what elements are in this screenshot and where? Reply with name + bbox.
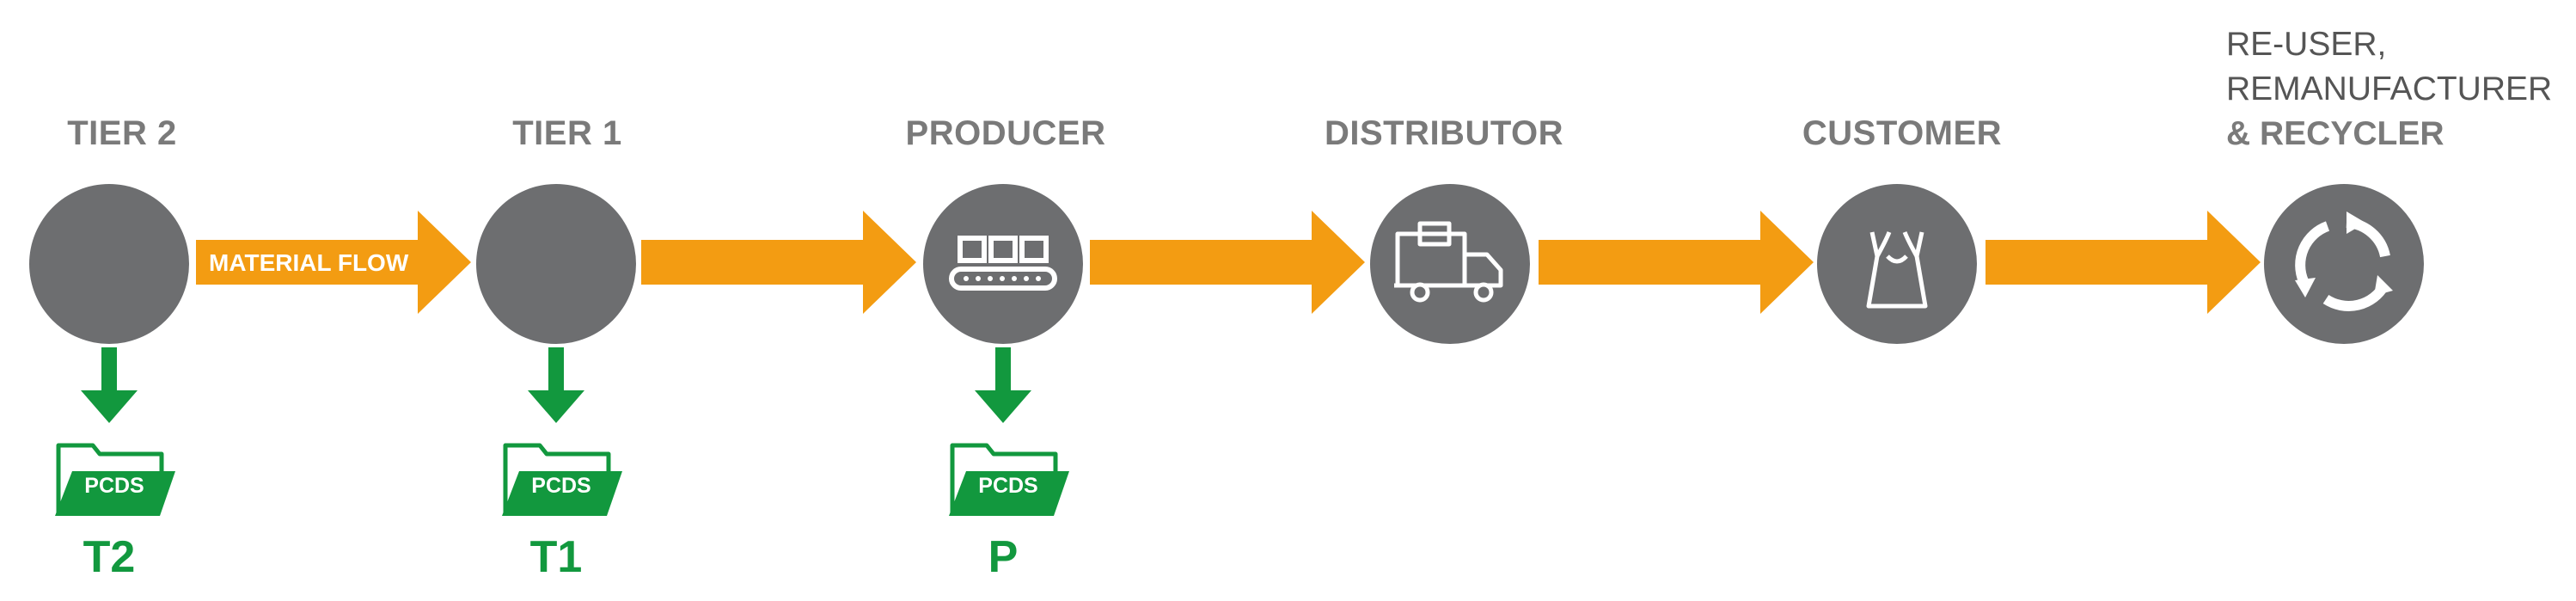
stage-label-customer: CUSTOMER: [1802, 114, 2003, 152]
document-code-producer: P: [988, 532, 1019, 582]
stage-node-recycler: [2264, 184, 2424, 344]
folder-icon: [55, 443, 175, 516]
stage-label-producer: PRODUCER: [905, 114, 1106, 152]
stage-node-tier-1: [476, 184, 636, 344]
stage-label-recycler: RE-USER, REMANUFACTURER & RECYCLER: [2226, 22, 2570, 156]
folder-icon: [502, 443, 622, 516]
folder-label-producer: PCDS: [978, 474, 1038, 498]
down-arrow-icon: [975, 347, 1031, 423]
folder-label-tier-2: PCDS: [84, 474, 144, 498]
folder-label-tier-1: PCDS: [531, 474, 591, 498]
material-flow-arrow: [196, 211, 471, 314]
conveyor-icon: [949, 236, 1057, 291]
delivery-truck-icon: [1394, 221, 1503, 303]
stage-label-tier-1: TIER 1: [512, 114, 622, 152]
stage-label-tier-2: TIER 2: [67, 114, 177, 152]
stage-label-distributor: DISTRIBUTOR: [1324, 114, 1564, 152]
stage-node-producer: [923, 184, 1083, 344]
recycle-icon: [2295, 212, 2393, 311]
stage-node-tier-2: [29, 184, 189, 344]
flow-arrow-customer-recycler: [1986, 211, 2261, 314]
stage-label-recycler-line-3: & RECYCLER: [2226, 115, 2444, 152]
flow-arrow-tier1-producer: [641, 211, 916, 314]
stage-label-recycler-line-1: RE-USER,: [2226, 26, 2387, 63]
material-flow-label: MATERIAL FLOW: [209, 249, 409, 276]
down-arrow-icon: [81, 347, 138, 423]
shopping-bag-icon: [1866, 231, 1928, 309]
flow-arrow-producer-distributor: [1090, 211, 1365, 314]
stage-label-recycler-line-2: REMANUFACTURER: [2226, 71, 2553, 107]
document-code-tier-2: T2: [83, 532, 136, 582]
stage-node-customer: [1817, 184, 1977, 344]
down-arrow-icon: [528, 347, 584, 423]
flow-arrow-distributor-customer: [1539, 211, 1814, 314]
folder-icon: [949, 443, 1069, 516]
stage-node-distributor: [1370, 184, 1530, 344]
document-code-tier-1: T1: [529, 532, 583, 582]
